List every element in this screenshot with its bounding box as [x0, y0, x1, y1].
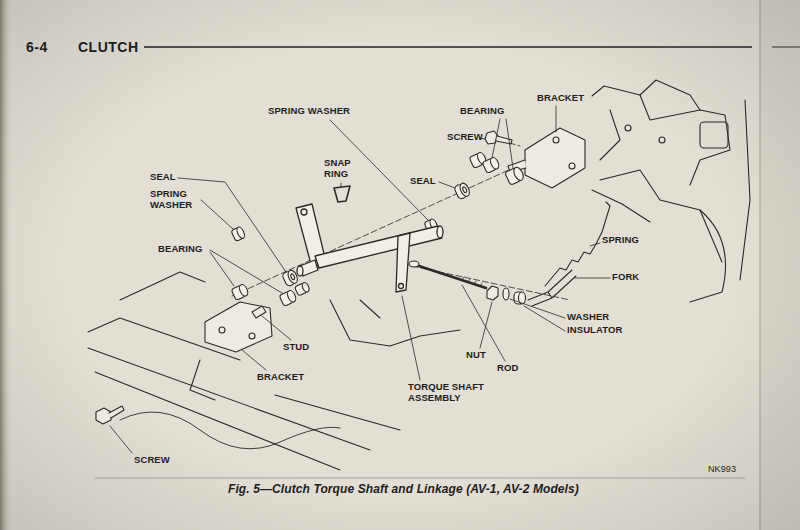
seal	[282, 269, 300, 287]
part-label: SEAL	[150, 172, 176, 183]
leader-line	[110, 106, 610, 453]
part-label: TORQUE SHAFT ASSEMBLY	[408, 382, 503, 404]
part-label: BRACKET	[537, 93, 584, 104]
part-label: SPRING WASHER	[268, 106, 350, 117]
part-label: BEARING	[460, 106, 505, 117]
spring-washer	[231, 226, 246, 242]
part-label: NUT	[466, 350, 486, 361]
snap-ring	[334, 186, 350, 202]
spring	[545, 202, 610, 286]
engine-outline	[592, 80, 750, 302]
seal	[454, 182, 472, 200]
figure-rule	[95, 478, 745, 479]
screw	[96, 406, 124, 424]
part-label: BEARING	[158, 244, 203, 255]
page-number: 6-4	[26, 39, 48, 55]
part-label: FORK	[612, 272, 639, 283]
part-label: SCREW	[447, 132, 483, 143]
part-label: ROD	[497, 363, 518, 374]
part-label: STUD	[283, 342, 309, 353]
section-heading: CLUTCH	[78, 39, 139, 55]
header-rule	[144, 46, 752, 48]
body-frame	[88, 272, 460, 470]
torque-shaft	[296, 204, 443, 292]
part-label: SPRING WASHER	[150, 189, 202, 211]
bracket	[508, 128, 585, 188]
fork	[528, 270, 576, 306]
rod	[409, 261, 486, 288]
part-label: SCREW	[134, 455, 170, 466]
part-label: SPRING	[602, 235, 639, 246]
header-rule	[772, 46, 800, 47]
part-label: INSULATOR	[567, 325, 622, 336]
part-label: SNAP RING	[324, 158, 358, 180]
figure-caption: Fig. 5—Clutch Torque Shaft and Linkage (…	[228, 483, 579, 497]
nut	[487, 286, 498, 300]
assembly-line	[232, 138, 570, 300]
drawing-code: NK993	[708, 464, 736, 474]
bracket	[205, 302, 272, 352]
part-label: WASHER	[567, 312, 609, 323]
washer	[503, 288, 509, 300]
bearing	[469, 151, 525, 185]
part-label: SEAL	[410, 176, 436, 187]
part-label: BRACKET	[257, 372, 304, 383]
